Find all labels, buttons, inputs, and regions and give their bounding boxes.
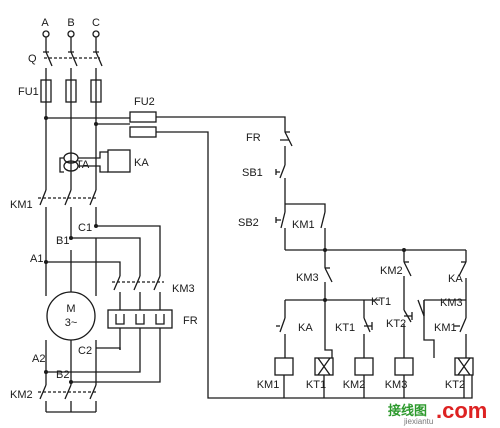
label-km1: KM1	[10, 199, 33, 211]
coil-label-kt1: KT1	[306, 379, 326, 391]
coil-km1	[274, 357, 294, 376]
ctrl-label-ka-nc: KA	[448, 273, 463, 285]
label-motor-phase: 3~	[65, 317, 78, 329]
coil-km2	[354, 357, 374, 376]
label-b2: B2	[56, 369, 69, 381]
phase-a-label: A	[41, 17, 49, 29]
label-fu2: FU2	[134, 96, 155, 108]
watermark-cn: 接线图	[388, 403, 427, 419]
watermark-sub: jiexiantu	[403, 417, 433, 426]
power-labels: Q FU1 FU2 TA KA KM1 C1 B1 A1 M 3~ KM3 FR…	[10, 53, 198, 401]
label-motor-m: M	[66, 303, 75, 315]
ctrl-label-fr: FR	[246, 132, 261, 144]
ctrl-label-ka-no: KA	[298, 322, 313, 334]
label-a1: A1	[30, 253, 43, 265]
label-ta: TA	[76, 159, 90, 171]
ctrl-label-sb1: SB1	[242, 167, 263, 179]
label-km3: KM3	[172, 283, 195, 295]
label-fu1: FU1	[18, 86, 39, 98]
fuse-fu2-top	[129, 111, 157, 123]
control-labels: FR SB1 SB2 KM1 KM3 KM2 KA KT1 KM3 KA KT1…	[238, 132, 465, 391]
ctrl-label-kt1-nc: KT1	[335, 322, 355, 334]
phase-b-label: B	[67, 17, 74, 29]
label-a2: A2	[32, 353, 45, 365]
ctrl-label-km2-nc: KM2	[380, 265, 403, 277]
label-q: Q	[28, 53, 37, 65]
ctrl-label-kt1-no: KT1	[371, 296, 391, 308]
phase-c-label: C	[92, 17, 100, 29]
coil-label-km2: KM2	[343, 379, 366, 391]
terminal-a	[42, 30, 50, 38]
ctrl-label-km1-no: KM1	[434, 322, 457, 334]
motor	[46, 291, 96, 341]
label-km2: KM2	[10, 389, 33, 401]
ctrl-label-km1-hold: KM1	[292, 219, 315, 231]
watermark-dotcom: .com	[436, 398, 487, 423]
phase-terminals: A B C	[41, 17, 100, 38]
label-ka: KA	[134, 157, 149, 169]
coil-label-km1: KM1	[257, 379, 280, 391]
coil-label-km3: KM3	[385, 379, 408, 391]
label-c1: C1	[78, 222, 92, 234]
label-fr: FR	[183, 315, 198, 327]
ctrl-label-km3-nc: KM3	[296, 272, 319, 284]
ctrl-label-sb2: SB2	[238, 217, 259, 229]
thermal-relay-fr	[107, 309, 173, 329]
watermark: 接线图 .com jiexiantu	[388, 398, 487, 426]
coil-label-kt2: KT2	[445, 379, 465, 391]
terminal-b	[67, 30, 75, 38]
coil-km3	[394, 357, 414, 376]
relay-ka-coil	[107, 149, 131, 173]
power-lines	[38, 37, 173, 413]
ctrl-label-km3-no: KM3	[440, 297, 463, 309]
ctrl-label-kt2-nc: KT2	[386, 318, 406, 330]
label-b1: B1	[56, 235, 69, 247]
control-circuit	[46, 111, 474, 399]
fuse-fu2-bottom	[129, 126, 157, 138]
terminal-c	[92, 30, 100, 38]
label-c2: C2	[78, 345, 92, 357]
